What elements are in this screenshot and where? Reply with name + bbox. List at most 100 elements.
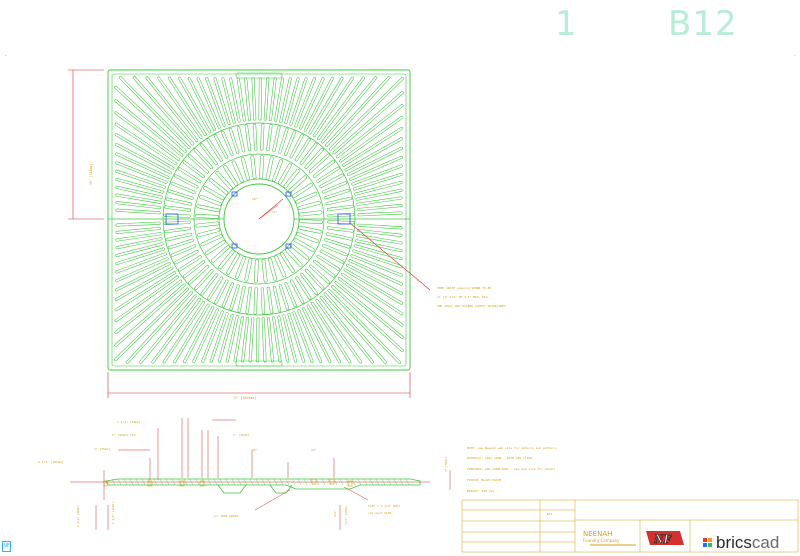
grate-slot [317,76,366,141]
section-bar [339,478,344,486]
section-bar [345,478,350,486]
grate-slot [297,309,323,363]
bolt-marker [165,213,179,225]
grate-slot [287,312,306,363]
section-dim-11: 3/4" [333,510,337,517]
section-bar [255,478,260,486]
grate-slot [299,219,323,224]
grate-slot [114,287,190,362]
section-bar [111,478,116,486]
grate-slot [297,200,321,210]
grate-slot [319,295,374,364]
section-bar [123,478,128,486]
grate-slot [183,260,206,279]
company-subtitle: Foundry Company [583,538,620,543]
grate-slot [343,268,404,305]
grate-slot [356,228,403,237]
section-profile [105,478,421,490]
lift-slot-bottom [235,360,283,367]
grate-slot [355,239,403,253]
grate-slot [194,269,214,291]
grate-slot [244,77,252,121]
grate-slot [114,99,184,157]
grate-slot [312,159,335,178]
grate-slot [151,297,201,364]
grate-slot [217,313,234,363]
grate-slot [164,226,192,234]
grate-slot [289,77,308,126]
grate-slot [203,186,225,200]
grate-slot [115,161,168,184]
grate-slot [353,244,403,261]
radius-leader-b [258,204,279,220]
grate-slot [114,266,174,301]
section-bar [195,478,200,486]
grate-slot [193,148,214,170]
grate-slot [236,125,246,153]
section-dim-7: 6 1/2" [165mm] [38,460,63,464]
section-bolt [199,480,205,487]
grate-slot [188,264,210,285]
callout-line-2: of [1] 1/2" OR 2.5" MIN. DIA. [437,295,490,299]
callout-line-1: TREE GRATE opening SHOWN TO BE [437,286,491,290]
section-bar [321,478,326,486]
grate-slot [228,127,240,154]
grate-slot [221,77,236,124]
grate-slot [280,252,295,273]
grate-slot [223,165,238,186]
grate-slot [207,276,224,300]
grate-slot [321,76,378,144]
section-bolt [329,478,335,485]
grate-slot [351,164,403,186]
section-bar [177,478,182,486]
grate-slot [295,191,318,204]
section-label-left: (2) TREE GRATE [213,514,238,518]
grate-slot [331,285,404,353]
grate-slot [357,204,403,212]
tree-grate-plan-view [107,69,431,371]
bolt-markers [165,191,351,249]
grate-slot [115,185,163,199]
grate-slot [346,263,404,295]
section-bar [303,478,308,486]
grate-slot [304,147,324,169]
grate-slot [115,252,167,274]
grate-slot [114,122,178,166]
grate-slot [209,312,229,363]
grate-slot [278,127,289,154]
grate-ring [218,178,300,260]
grate-slot [325,76,391,147]
callout-line-3: AND SHALL NOT EXCEED SAFETY GUIDELINES [437,304,506,308]
grate-slot [279,77,292,123]
section-bar [159,478,164,486]
grate-slot [205,240,226,255]
grate-slot [178,255,202,272]
callout-leader [349,222,431,291]
section-bar [273,478,278,486]
grate-slot [254,259,259,283]
grate-slot [115,226,161,234]
grate-slot [187,77,216,131]
section-bar [357,478,362,486]
grate-slot [115,247,166,266]
grate-slot [299,77,325,130]
grate-slot [355,188,403,201]
section-dim-6: 12" [311,448,317,452]
grate-slot [114,133,175,170]
grate-slot [308,76,344,135]
grate-slot [278,163,292,185]
grate-slot [268,77,277,122]
concentric-rings [162,122,356,316]
grate-slot [294,138,311,162]
grate-slot [115,193,162,204]
section-bolt [179,480,185,487]
section-bar [135,478,140,486]
section-bar [315,478,320,486]
section-bars [103,478,410,487]
grate-slot [195,221,220,228]
grate-slot [235,256,246,279]
grate-slot [261,258,268,283]
section-bar [387,478,392,486]
grate-slot [115,152,170,179]
